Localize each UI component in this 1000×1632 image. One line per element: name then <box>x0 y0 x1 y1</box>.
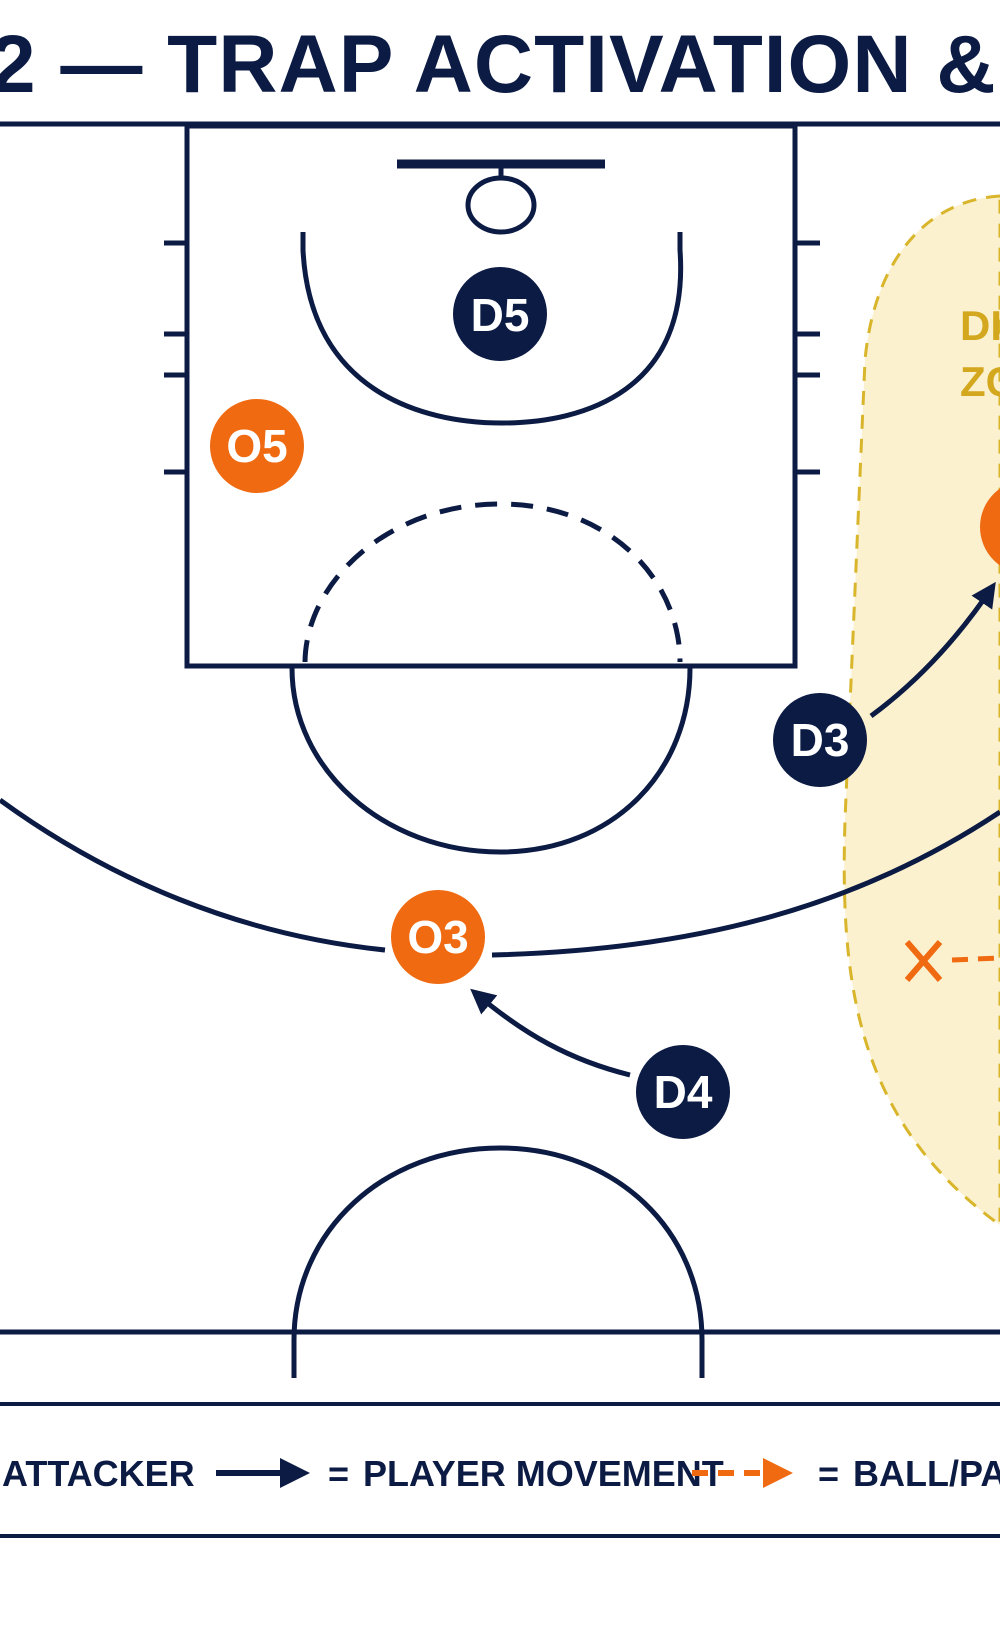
free-throw-circle-dashed <box>302 501 683 663</box>
legend-equals-pass: = <box>818 1453 839 1494</box>
player-d4: D4 <box>636 1045 730 1139</box>
x-marker <box>904 940 943 982</box>
player-o3-label: O3 <box>407 911 468 963</box>
legend-player-movement: PLAYER MOVEMENT <box>363 1453 724 1494</box>
player-d5-circle <box>453 267 547 361</box>
player-d3-label: D3 <box>791 714 850 766</box>
zone-label-line2: ZC <box>960 358 1000 405</box>
ball-pass-line <box>951 955 1000 963</box>
legend-ball-pass: BALL/PASS <box>853 1453 1000 1494</box>
player-o3-circle <box>391 890 485 984</box>
player-d3-circle <box>773 693 867 787</box>
player-o5-circle <box>210 399 304 493</box>
zone-label-line1: DI <box>960 302 1000 349</box>
player-o3: O3 <box>391 890 485 984</box>
three-point-arc <box>0 797 386 953</box>
player-d3: D3 <box>773 693 867 787</box>
d3-movement-arrow <box>869 581 996 719</box>
player-d4-label: D4 <box>654 1066 713 1118</box>
free-throw-circle-solid <box>289 667 693 855</box>
player-d5-label: D5 <box>471 289 530 341</box>
diagram-title: 2 — TRAP ACTIVATION & R <box>0 19 1000 110</box>
trap-zone <box>842 194 1000 1227</box>
player-partial-orange <box>980 488 1000 566</box>
legend-equals-movement: = <box>328 1453 349 1494</box>
player-d5: D5 <box>453 267 547 361</box>
three-point-arc <box>491 809 1000 958</box>
center-circle <box>291 1145 705 1378</box>
player-o5: O5 <box>210 399 304 493</box>
restricted-area-arc <box>300 232 684 426</box>
d4-movement-arrow <box>470 988 631 1078</box>
player-d4-circle <box>636 1045 730 1139</box>
rim <box>465 175 537 235</box>
legend-attacker: ATTACKER <box>2 1453 195 1494</box>
player-o5-label: O5 <box>226 420 287 472</box>
free-throw-lane <box>184 123 798 669</box>
